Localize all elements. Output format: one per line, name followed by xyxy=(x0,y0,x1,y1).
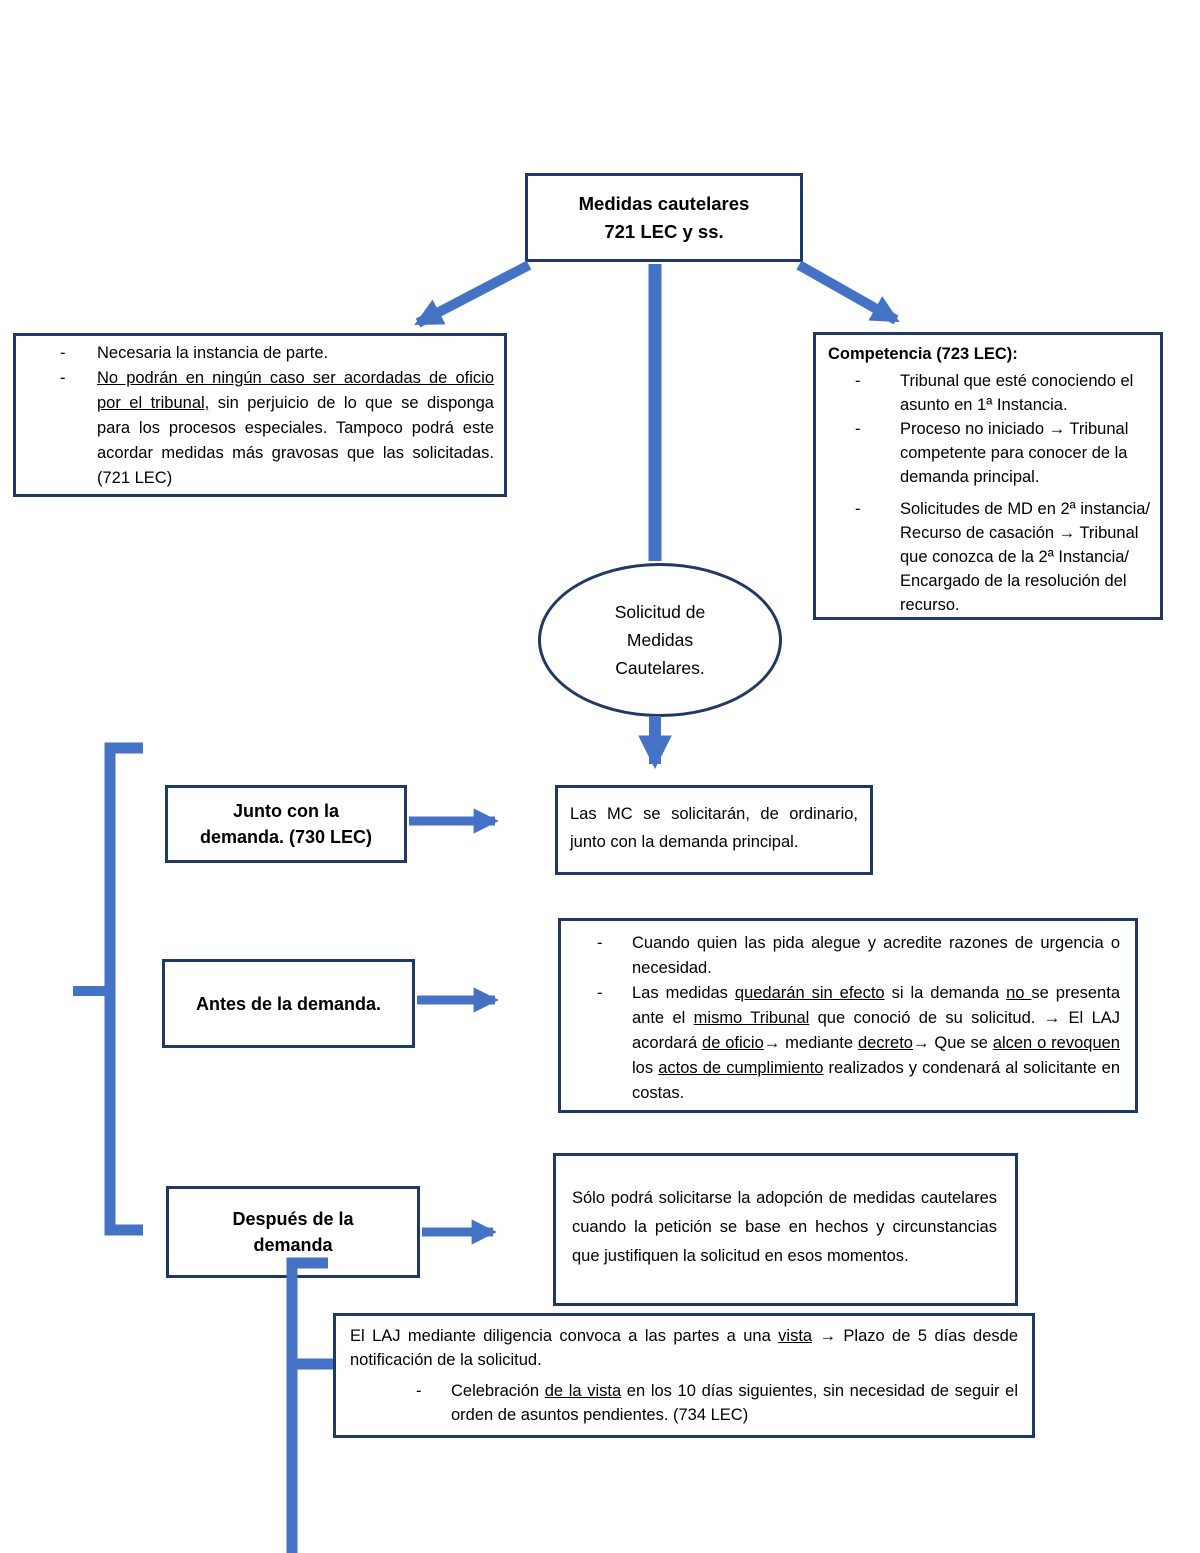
despues-line2: demanda xyxy=(253,1235,333,1255)
list-item: - Tribunal que esté conociendo el asunto… xyxy=(855,369,1152,417)
bullet-dash: - xyxy=(416,1382,422,1400)
node-medidas-cautelares: Medidas cautelares 721 LEC y ss. xyxy=(525,173,803,262)
solo-podra-text: Sólo podrá solicitarse la adopción de me… xyxy=(572,1189,997,1265)
node-junto-con-demanda: Junto con la demanda. (730 LEC) xyxy=(165,785,407,863)
list-item: - Celebración de la vista en los 10 días… xyxy=(416,1379,1018,1427)
node-laj-vista: El LAJ mediante diligencia convoca a las… xyxy=(333,1313,1035,1438)
bracket-left-group xyxy=(104,742,143,1236)
bullet-text: Cuando quien las pida alegue y acredite … xyxy=(632,934,1120,977)
bullet-text: Las medidas quedarán sin efecto si la de… xyxy=(632,984,1121,1102)
bullet-dash: - xyxy=(597,984,603,1002)
junto-line2: demanda. (730 LEC) xyxy=(199,827,373,847)
bullet-dash: - xyxy=(855,500,861,518)
arrow-top-to-left-box xyxy=(414,260,532,328)
list-item: - Las medidas quedarán sin efecto si la … xyxy=(597,981,1120,1106)
competencia-title: Competencia (723 LEC): xyxy=(828,345,1018,363)
despues-line1: Después de la xyxy=(232,1209,354,1229)
bullet-dash: - xyxy=(855,372,861,390)
node-title-line2: 721 LEC y ss. xyxy=(604,220,724,242)
node-solo-podra: Sólo podrá solicitarse la adopción de me… xyxy=(553,1153,1018,1306)
node-title-line1: Medidas cautelares xyxy=(578,192,750,214)
node-solicitud-ellipse: Solicitud de Medidas Cautelares. xyxy=(538,563,782,717)
list-item: - Necesaria la instancia de parte. xyxy=(60,341,494,366)
antes-label: Antes de la demanda. xyxy=(195,993,382,1014)
list-item: - Solicitudes de MD en 2ª instancia/ Rec… xyxy=(855,497,1152,617)
node-competencia: Competencia (723 LEC): - Tribunal que es… xyxy=(813,332,1163,620)
node-despues-demanda: Después de la demanda xyxy=(166,1186,420,1278)
bullet-text: Tribunal que esté conociendo el asunto e… xyxy=(900,372,1134,414)
ellipse-line3: Cautelares. xyxy=(615,658,705,678)
bullet-dash: - xyxy=(855,420,861,438)
node-las-mc: Las MC se solicitarán, de ordinario, jun… xyxy=(555,785,873,875)
bullet-text: Necesaria la instancia de parte. xyxy=(97,344,329,362)
bullet-dash: - xyxy=(60,369,66,387)
list-item: - Cuando quien las pida alegue y acredit… xyxy=(597,931,1120,981)
arrow-top-to-right-box xyxy=(796,260,900,325)
bullet-text: No podrán en ningún caso ser acordadas d… xyxy=(97,369,494,487)
junto-line1: Junto con la xyxy=(232,801,339,821)
bullet-text: Celebración de la vista en los 10 días s… xyxy=(451,1382,1019,1424)
list-item: - No podrán en ningún caso ser acordadas… xyxy=(60,366,494,491)
bullet-text: Solicitudes de MD en 2ª instancia/ Recur… xyxy=(900,500,1151,614)
ellipse-line1: Solicitud de xyxy=(614,602,706,622)
bullet-dash: - xyxy=(597,934,603,952)
las-mc-text: Las MC se solicitarán, de ordinario, jun… xyxy=(570,805,858,851)
bullet-text: Proceso no iniciado → Tribunal competent… xyxy=(900,420,1129,486)
elbow-despues-down xyxy=(286,1257,328,1553)
list-item: - Proceso no iniciado → Tribunal compete… xyxy=(855,417,1152,489)
bullet-dash: - xyxy=(60,344,66,362)
node-instancia-de-parte: - Necesaria la instancia de parte. - No … xyxy=(13,333,507,497)
node-antes-demanda: Antes de la demanda. xyxy=(162,959,415,1048)
node-antes-detalle: - Cuando quien las pida alegue y acredit… xyxy=(558,918,1138,1113)
ellipse-line2: Medidas xyxy=(626,630,694,650)
laj-paragraph: El LAJ mediante diligencia convoca a las… xyxy=(350,1327,1018,1369)
